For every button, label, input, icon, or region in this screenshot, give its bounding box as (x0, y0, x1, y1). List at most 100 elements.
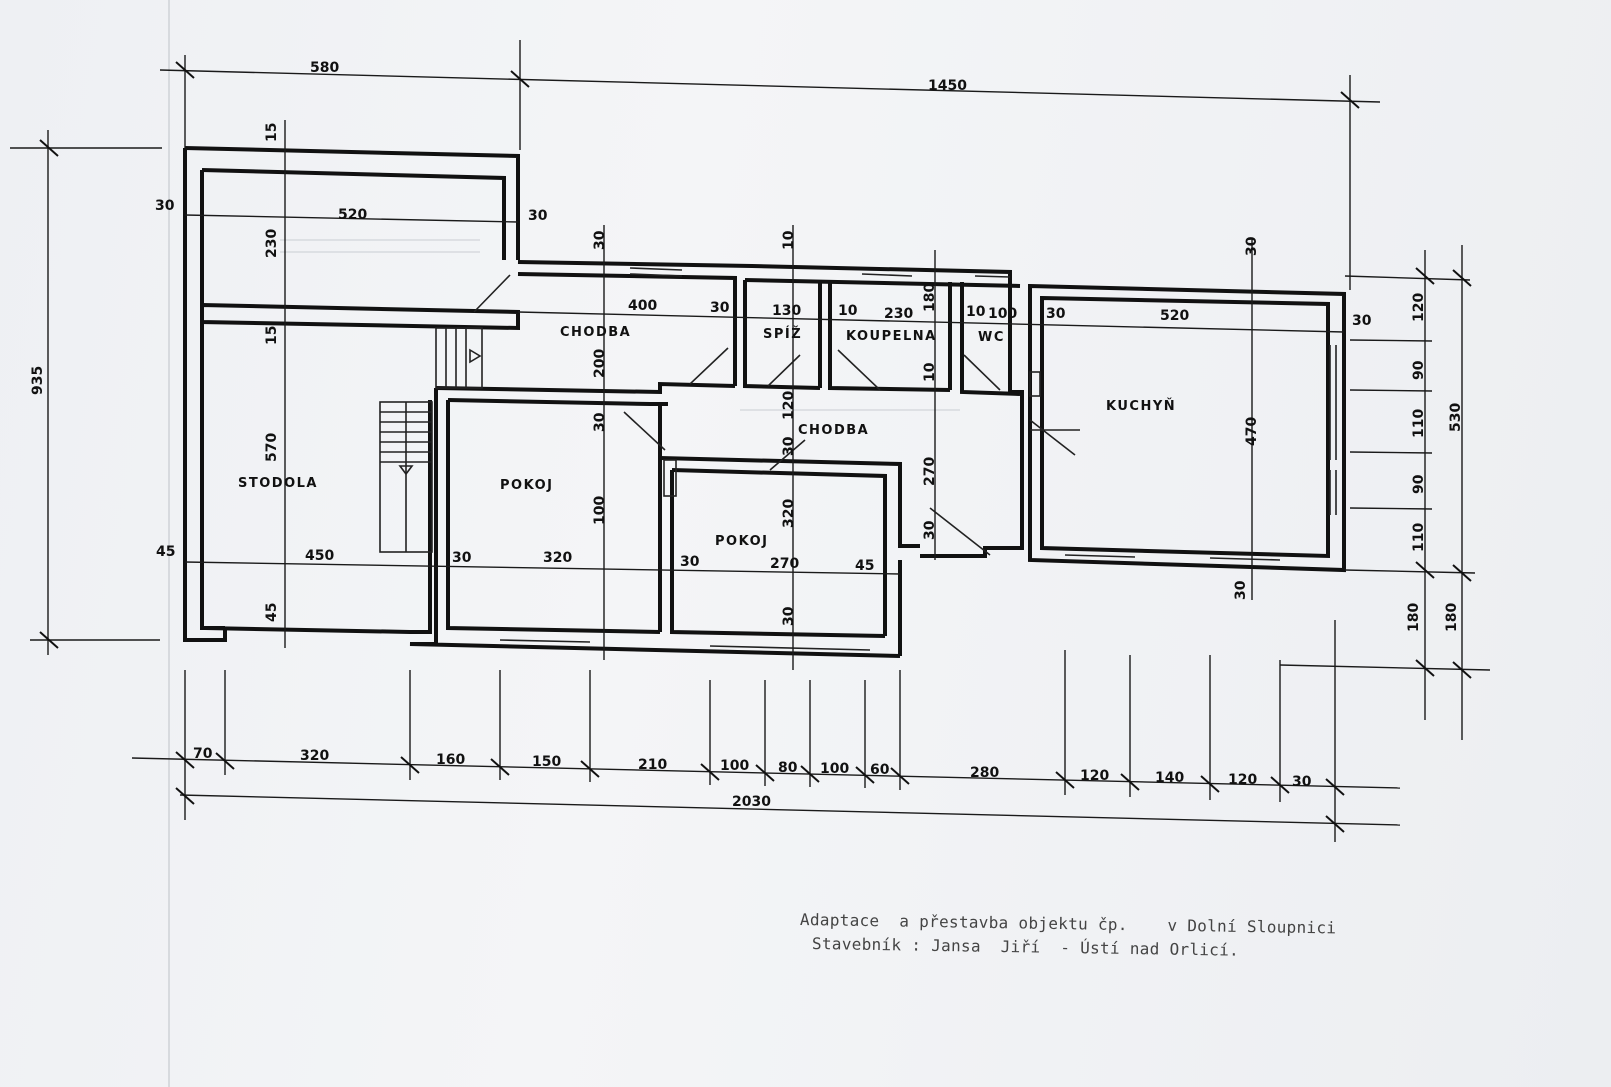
doors (473, 274, 1080, 556)
bottom-chain-label: 120 (1228, 772, 1257, 788)
wall (671, 468, 887, 636)
dimension-lines (10, 40, 1491, 842)
dim-label: 270 (922, 457, 938, 486)
dim-tick (39, 631, 59, 649)
window (629, 273, 683, 277)
dim-label: 570 (264, 433, 280, 462)
stair-arrow (469, 348, 482, 364)
wall (743, 280, 821, 390)
wall (200, 170, 225, 630)
dim-label: 400 (628, 298, 657, 314)
door (689, 347, 729, 385)
wall (960, 282, 1021, 396)
room-label-koupelna: KOUPELNA (846, 329, 937, 344)
wall (744, 278, 1021, 288)
dim-label: 450 (305, 548, 334, 564)
dim-tick (855, 766, 875, 784)
dim-label: 230 (884, 306, 913, 322)
dim-label: 130 (772, 303, 801, 319)
dim-label: 30 (1233, 580, 1249, 600)
wall (517, 272, 737, 386)
door (623, 411, 666, 451)
dim-label: 110 (1411, 523, 1427, 552)
dim-label: 320 (543, 550, 572, 566)
dim-tick (215, 752, 235, 770)
wall (920, 288, 1024, 558)
dim-label: 90 (1411, 474, 1427, 494)
wall (184, 146, 520, 260)
bottom-chain-label: 140 (1155, 770, 1184, 786)
room-label-chodba-mid: CHODBA (798, 423, 869, 438)
wall (183, 148, 227, 642)
dim-line-interior (184, 214, 519, 223)
wall (1040, 295, 1330, 559)
window (1209, 557, 1281, 561)
dim-label: 15 (264, 123, 280, 142)
bottom-chain-label: 280 (970, 765, 999, 781)
room-label-pokoj-left: POKOJ (500, 478, 553, 493)
dim-label: 100 (592, 496, 608, 525)
dim-label: 10 (922, 362, 938, 382)
dim-tick (175, 751, 195, 769)
dim-label: 30 (710, 300, 730, 316)
window (1064, 554, 1136, 558)
door (963, 354, 1001, 391)
dim-extension (1349, 451, 1433, 454)
staircase (379, 327, 483, 553)
bottom-chain-label: 100 (820, 761, 849, 777)
dim-label: 120 (781, 391, 797, 420)
door (473, 274, 511, 313)
dim-label: 320 (781, 499, 797, 528)
wall (670, 470, 886, 638)
dim-extension (1344, 275, 1471, 281)
room-labels: STODOLA POKOJ POKOJ CHODBA CHODBA SPÍŽ K… (238, 325, 1175, 549)
dim-tick (800, 765, 820, 783)
dim-tick (490, 758, 510, 776)
wall (446, 400, 661, 634)
dim-label: 935 (30, 366, 46, 395)
dim-label: 200 (592, 349, 608, 378)
dim-label: 10 (838, 303, 858, 319)
dim-label: 30 (592, 230, 608, 250)
dim-label: 520 (1160, 308, 1189, 324)
window (499, 639, 591, 643)
room-label-pokoj-center: POKOJ (715, 534, 768, 549)
dim-line-interior (184, 561, 901, 575)
dim-label: 10 (966, 304, 986, 320)
dim-label: 110 (1411, 409, 1427, 438)
dim-tick (1325, 815, 1345, 833)
dim-label: 180 (1406, 603, 1422, 632)
door (929, 507, 991, 556)
bottom-chain-label: 160 (436, 752, 465, 768)
window (629, 267, 683, 271)
dim-tick (39, 139, 59, 157)
dimension-labels: 580 1450 935 520 230 15 15 30 30 570 450… (30, 60, 1464, 810)
dim-label: 30 (452, 550, 472, 566)
window (709, 645, 871, 651)
dim-label: 30 (528, 208, 548, 224)
wall (201, 168, 506, 260)
dim-tick (890, 767, 910, 785)
dim-line-interior (517, 311, 1345, 333)
door (1029, 419, 1076, 456)
window (974, 275, 1011, 278)
dim-tick (700, 763, 720, 781)
dim-tick (1452, 564, 1472, 582)
walls (183, 146, 1346, 658)
bottom-chain-label: 60 (870, 762, 890, 778)
dim-tick (1415, 659, 1435, 677)
bottom-chain-label: 150 (532, 754, 561, 770)
wall (1028, 283, 1346, 573)
window (861, 273, 913, 277)
dim-label: 180 (922, 283, 938, 312)
dim-label: 230 (264, 229, 280, 258)
bottom-total-label: 2030 (732, 794, 771, 810)
dim-label: 1450 (928, 78, 967, 94)
dim-line-total (179, 794, 1401, 826)
paper-edge (168, 0, 170, 1087)
dim-label: 10 (781, 230, 797, 250)
bottom-chain-label: 210 (638, 757, 667, 773)
dim-label: 45 (156, 544, 175, 560)
dim-label: 30 (592, 412, 608, 432)
wall (204, 400, 432, 634)
